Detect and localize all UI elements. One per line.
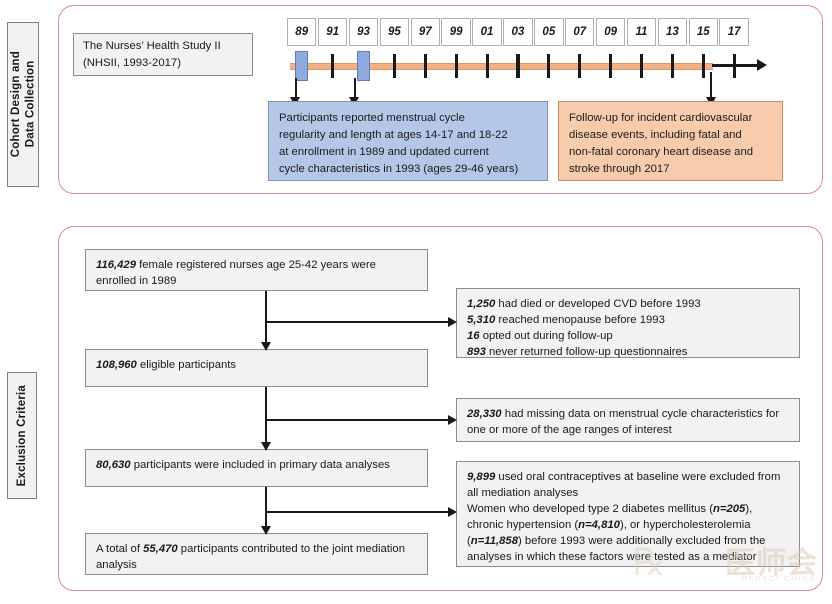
exclusion-line: 9,899 used oral contraceptives at baseli…: [467, 471, 781, 500]
study-title-line1: The Nurses’ Health Study II: [83, 40, 221, 53]
exclusion-line: 28,330 had missing data on menstrual cyc…: [467, 408, 780, 437]
flow-step-enrolled: 116,429 female registered nurses age 25-…: [85, 249, 428, 291]
connector-primary-to-joint: [260, 487, 272, 535]
timeline-year-91: 91: [317, 18, 348, 46]
timeline-tick-11: [640, 54, 644, 78]
outcome-line: Follow-up for incident cardiovascular: [569, 112, 753, 124]
exclusion-box-3: 9,899 used oral contraceptives at baseli…: [456, 461, 800, 567]
timeline-year-09: 09: [595, 18, 626, 46]
section-label-exclusion-criteria: Exclusion Criteria: [7, 372, 37, 499]
timeline-tick-13: [670, 54, 675, 78]
study-title-box: The Nurses’ Health Study II (NHSII, 1993…: [73, 33, 253, 76]
flow-count: 28,330: [467, 408, 502, 420]
exclusion-line: 5,310 reached menopause before 1993: [467, 314, 665, 327]
timeline-tick-09: [609, 54, 613, 78]
drop-arrow-1993: [348, 78, 361, 106]
outcome-line: non-fatal coronary heart disease and: [569, 146, 754, 159]
flow-step-eligible: 108,960 eligible participants: [85, 349, 428, 387]
flow-step-primary-analyses: 80,630 participants were included in pri…: [85, 449, 428, 487]
exposure-line: Participants reported menstrual cycle: [279, 112, 465, 124]
exclusion-line: 16 opted out during follow-up: [467, 330, 613, 343]
timeline-end-arrow-icon: [712, 59, 767, 72]
exclusion-box-2: 28,330 had missing data on menstrual cyc…: [456, 398, 800, 442]
flow-count: 9,899: [467, 471, 496, 483]
outcome-followup-box: Follow-up for incident cardiovascular di…: [558, 101, 783, 181]
drop-arrow-2017: [704, 72, 717, 106]
flow-count: n=11,858: [470, 535, 518, 548]
timeline-tick-97: [423, 54, 427, 78]
timeline-year-05: 05: [534, 18, 564, 46]
connector-enrolled-to-eligible: [260, 291, 272, 351]
study-title-line2: (NHSII, 1993-2017): [83, 56, 181, 69]
flow-count: 80,630: [96, 459, 131, 471]
timeline-year-93: 93: [348, 18, 379, 46]
flow-count: 16: [467, 330, 480, 343]
exclusion-line: 1,250 had died or developed CVD before 1…: [467, 298, 701, 310]
exclusion-box-1: 1,250 had died or developed CVD before 1…: [456, 288, 800, 358]
exposure-line: at enrollment in 1989 and updated curren…: [279, 146, 489, 159]
timeline-tick-05: [547, 54, 551, 78]
exclusion-line: 893 never returned follow-up questionnai…: [467, 346, 688, 359]
exposure-line: regularity and length at ages 14-17 and …: [279, 129, 508, 142]
timeline-year-17: 17: [719, 18, 749, 46]
flow-count: 5,310: [467, 314, 496, 327]
outcome-line: disease events, including fatal and: [569, 129, 742, 142]
timeline-year-97: 97: [410, 18, 440, 46]
flow-count: n=4,810: [578, 519, 620, 532]
timeline-year-13: 13: [657, 18, 688, 46]
flow-count: 116,429: [96, 259, 136, 271]
connector-eligible-to-primary: [260, 387, 272, 451]
timeline-year-01: 01: [472, 18, 502, 46]
exposure-line: cycle characteristics in 1993 (ages 29-4…: [279, 163, 519, 176]
flow-count: 893: [467, 346, 486, 359]
timeline-tick-07: [578, 54, 582, 78]
timeline-year-99: 99: [441, 18, 471, 46]
section-label-exclusion-criteria-text: Exclusion Criteria: [15, 384, 28, 487]
timeline-year-89: 89: [287, 18, 317, 46]
connector-enrolled-to-exclusion-1: [265, 316, 457, 328]
timeline-marker-93: [357, 51, 370, 81]
timeline-tick-03: [516, 54, 520, 78]
flow-count: 108,960: [96, 359, 137, 371]
exclusion-line: Women who developed type 2 diabetes mell…: [467, 503, 766, 564]
outcome-line: stroke through 2017: [569, 163, 670, 176]
flow-count: 1,250: [467, 298, 496, 310]
timeline-year-95: 95: [379, 18, 410, 46]
timeline-year-15: 15: [688, 18, 718, 46]
timeline-tick-99: [454, 54, 458, 78]
timeline-tick-15: [701, 54, 705, 78]
timeline-year-03: 03: [503, 18, 533, 46]
flow-count: 55,470: [143, 543, 178, 555]
timeline-bar: [290, 63, 713, 70]
timeline-tick-95: [392, 54, 396, 78]
connector-primary-to-exclusion-3: [265, 506, 457, 518]
section-label-cohort-design-text: Cohort Design and Data Collection: [9, 51, 36, 158]
flow-step-joint-mediation: A total of 55,470 participants contribut…: [85, 533, 428, 575]
timeline-tick-91: [331, 54, 335, 78]
timeline-year-07: 07: [565, 18, 595, 46]
timeline-year-11: 11: [626, 18, 657, 46]
exposure-assessment-box: Participants reported menstrual cycle re…: [268, 101, 548, 181]
drop-arrow-1989: [289, 78, 302, 106]
timeline-marker-89: [295, 51, 309, 81]
connector-eligible-to-exclusion-2: [265, 414, 457, 426]
flow-count: n=205: [712, 503, 746, 516]
section-label-cohort-design: Cohort Design and Data Collection: [7, 22, 39, 187]
timeline-tick-01: [485, 54, 489, 78]
